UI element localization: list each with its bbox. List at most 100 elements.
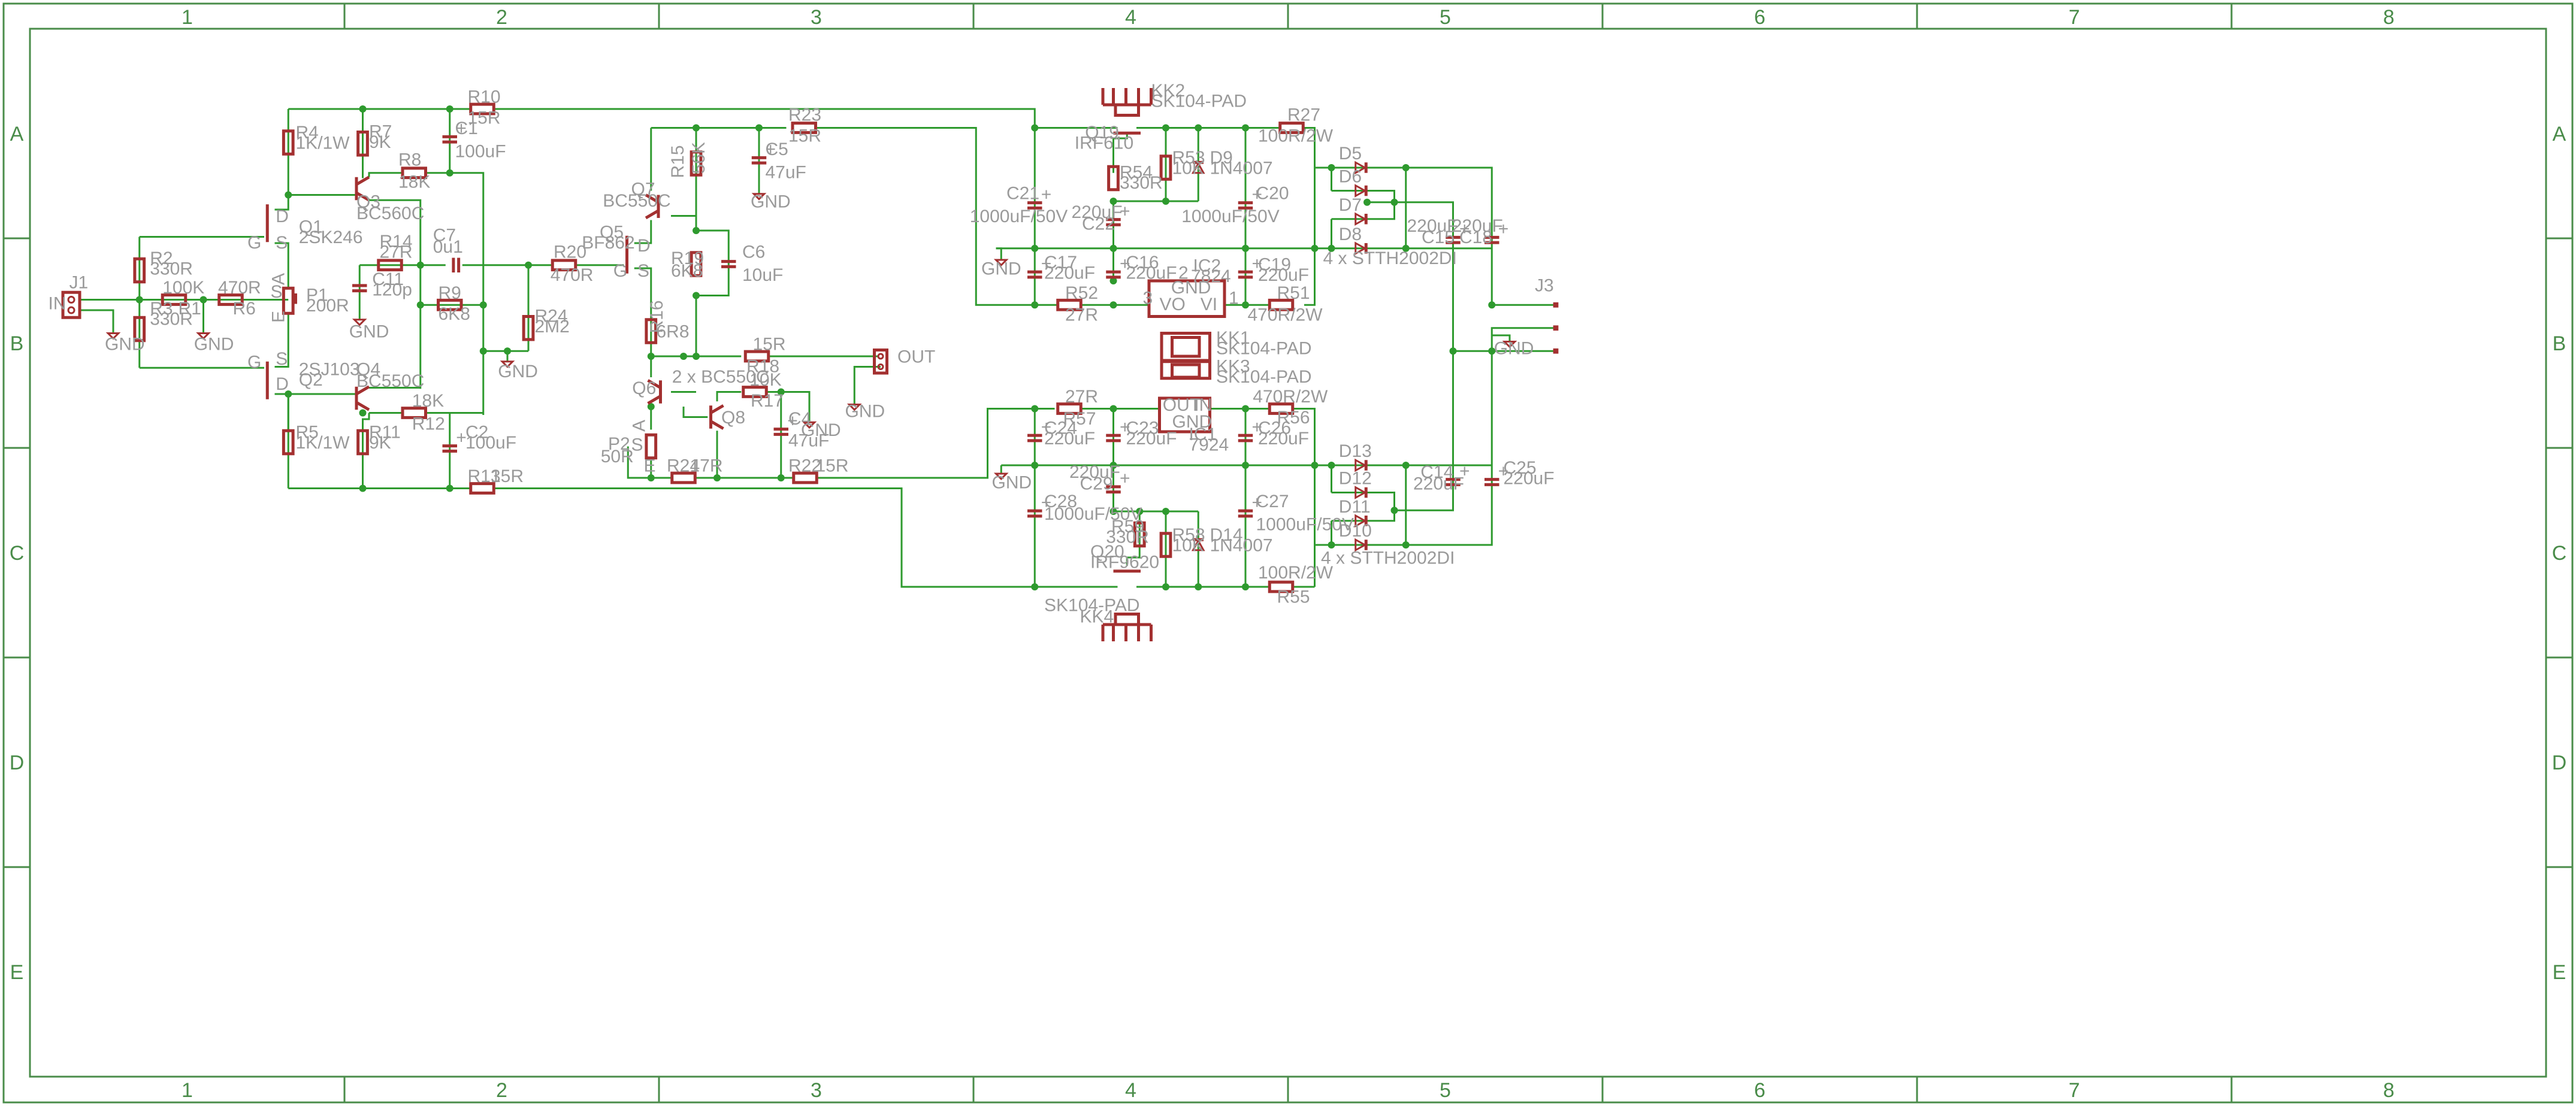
label-ic1v: 7924 xyxy=(1189,435,1229,455)
wire xyxy=(1490,327,1555,398)
label-ping: G xyxy=(613,261,627,281)
label-c24: C24 xyxy=(1044,419,1077,438)
wire xyxy=(781,391,811,423)
label-d14v: 1N4007 xyxy=(1210,536,1273,556)
polarity-mark: + xyxy=(456,119,467,138)
frame-row-label-right: C xyxy=(2552,542,2567,565)
label-q7v: BC550C xyxy=(603,191,670,211)
label-c5v: 47uF xyxy=(766,163,806,183)
label-pins: S xyxy=(637,261,649,281)
label-q20: Q20 xyxy=(1090,542,1124,562)
junction-dot xyxy=(1328,462,1335,469)
label-r18: R18 xyxy=(746,356,779,376)
connector-pin xyxy=(1553,325,1559,331)
label-c19: C19 xyxy=(1258,255,1291,275)
label-pind: D xyxy=(276,374,289,394)
label-r4v: 1K/1W xyxy=(296,134,350,153)
label-r59: R59 xyxy=(1111,517,1144,537)
label-r13v: 15R xyxy=(491,466,524,486)
label-c14v: 220uF xyxy=(1413,474,1464,493)
junction-dot xyxy=(647,474,655,481)
diode-symbol xyxy=(1191,161,1205,174)
label-pine: E xyxy=(644,456,656,476)
label-ping: G xyxy=(247,352,261,372)
transistor-lead xyxy=(355,401,370,411)
label-gnd: GND xyxy=(498,362,538,381)
frame-column-label-bottom: 1 xyxy=(182,1079,193,1102)
frame-column-label-top: 6 xyxy=(1754,6,1765,29)
label-c24v: 220uF xyxy=(1044,429,1095,449)
wire xyxy=(1331,492,1395,522)
label-dtopv: 4 x STTH2002DI xyxy=(1323,249,1457,268)
resistor-symbol xyxy=(1056,298,1083,311)
label-gnd: GND xyxy=(992,473,1032,493)
resistor-symbol xyxy=(690,251,703,277)
resistor-symbol xyxy=(133,257,146,284)
label-r24: R24 xyxy=(535,306,568,326)
wire xyxy=(1405,398,1493,546)
connector-pin xyxy=(1553,302,1559,308)
resistor-symbol xyxy=(1268,402,1295,415)
label-r9v: 6K8 xyxy=(439,304,470,324)
label-c27v: 1000uF/50V xyxy=(1256,515,1354,535)
junction-dot xyxy=(359,409,367,417)
label-q5: Q5 xyxy=(600,222,624,242)
label-gnd: GND xyxy=(845,402,885,422)
label-r17: R17 xyxy=(751,391,784,411)
junction-dot xyxy=(1162,583,1169,590)
polarity-mark: + xyxy=(1252,417,1263,437)
junction-dot xyxy=(1109,462,1117,469)
frame-column-label-bottom: 5 xyxy=(1440,1079,1451,1102)
label-c19v: 220uF xyxy=(1258,265,1309,285)
frame-column-label-bottom: 6 xyxy=(1754,1079,1765,1102)
label-p1v: 200R xyxy=(306,296,349,316)
label-c29v: 220uF xyxy=(1069,462,1120,482)
label-r51v: 470R/2W xyxy=(1248,305,1323,325)
wire xyxy=(1112,133,1128,173)
regulator-ic2 xyxy=(1147,279,1226,318)
wire xyxy=(495,487,1035,588)
junction-dot xyxy=(1031,301,1039,309)
label-pine: E xyxy=(268,311,288,323)
polarity-mark: + xyxy=(1498,461,1509,481)
label-kk4: KK4 xyxy=(1080,607,1114,627)
resistor-symbol xyxy=(1268,298,1295,311)
resistor-symbol xyxy=(469,482,495,495)
label-r19: R19 xyxy=(671,249,704,268)
frame-column-label-bottom: 8 xyxy=(2383,1079,2394,1102)
ground-symbol xyxy=(500,360,515,368)
label-c17: C17 xyxy=(1044,253,1077,272)
label-r4: R4 xyxy=(296,123,319,143)
frame-row-label-right: B xyxy=(2553,332,2566,355)
polarity-mark: + xyxy=(1041,184,1052,204)
label-c18v: 220uF xyxy=(1452,216,1503,236)
resistor-symbol xyxy=(551,259,578,272)
resistor-symbol xyxy=(282,129,295,156)
polarity-mark: + xyxy=(1459,461,1470,481)
label-c26v: 220uF xyxy=(1258,429,1309,449)
label-ping: G xyxy=(247,233,261,253)
label-kkv: SK104-PAD xyxy=(1151,92,1247,111)
frame-column-label-top: 2 xyxy=(496,6,507,29)
frame-column-label-top: 1 xyxy=(182,6,193,29)
label-r2v: 330R xyxy=(150,259,193,279)
frame-column-label-top: 7 xyxy=(2069,6,2080,29)
diode-symbol xyxy=(1191,538,1205,552)
junction-dot xyxy=(1162,198,1169,205)
diode-symbol xyxy=(1354,184,1367,198)
frame-column-label-bottom: 2 xyxy=(496,1079,507,1102)
label-c11v: 120p xyxy=(372,280,412,300)
label-r5v: 1K/1W xyxy=(296,433,350,453)
junction-dot xyxy=(680,353,687,360)
wire xyxy=(634,267,652,314)
label-kkv: SK104-PAD xyxy=(1216,339,1312,359)
polarity-mark: + xyxy=(1120,201,1130,221)
junction-dot xyxy=(479,301,487,309)
label-d12: D12 xyxy=(1339,469,1372,489)
wire xyxy=(853,366,881,405)
label-r51: R51 xyxy=(1277,283,1310,303)
junction-dot xyxy=(1109,301,1117,309)
label-pin3: 3 xyxy=(1143,289,1153,308)
junction-dot xyxy=(1195,124,1202,132)
transistor-lead xyxy=(647,395,661,405)
